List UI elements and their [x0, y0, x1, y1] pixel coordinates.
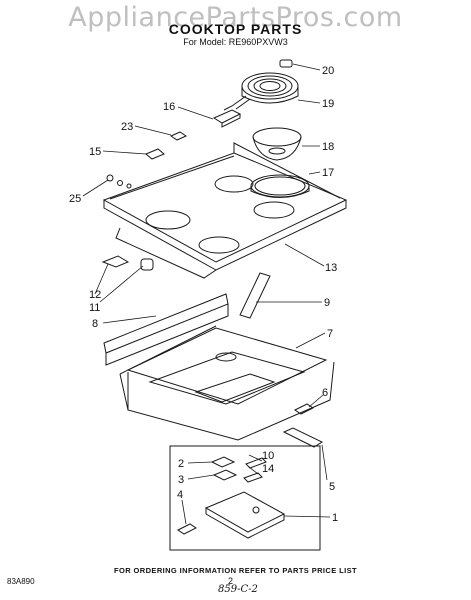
- callout-16: 16: [163, 101, 175, 113]
- switch-part: [145, 148, 165, 160]
- leader-lines: [82, 63, 331, 525]
- handwritten-note: 859-C-2: [218, 584, 258, 595]
- callout-18: 18: [322, 141, 334, 153]
- callout-6: 6: [322, 387, 328, 399]
- cooktop: [102, 142, 348, 279]
- callout-10: 10: [262, 450, 274, 462]
- model-number: RE960PXVW3: [228, 37, 288, 47]
- callout-5: 5: [329, 481, 335, 493]
- callout-12: 12: [89, 289, 101, 301]
- element-cap: [279, 59, 293, 68]
- spacer: [140, 258, 154, 271]
- callout-9: 9: [324, 297, 330, 309]
- terminal-block: [212, 109, 242, 128]
- burner-box: [119, 325, 335, 441]
- callout-labels: 20 19 16 23 18 15 17 25 13 12 11 9 8 7 6…: [69, 65, 338, 524]
- callout-13: 13: [325, 262, 337, 274]
- rod: [239, 272, 271, 319]
- ordering-instructions: FOR ORDERING INFORMATION REFER TO PARTS …: [114, 566, 357, 575]
- screws: [106, 174, 132, 189]
- bracket: [101, 255, 130, 268]
- diagram-code: 83A890: [7, 577, 35, 586]
- small-part: [294, 403, 314, 415]
- page-number: 2: [228, 576, 234, 586]
- callout-3: 3: [178, 474, 184, 486]
- switch-assembly-box: [169, 445, 321, 551]
- trim-ring: [250, 174, 310, 198]
- callout-14: 14: [262, 463, 274, 475]
- clip: [169, 131, 188, 141]
- callout-1: 1: [332, 512, 338, 524]
- watermark-text: AppliancePartsPros.com: [68, 2, 403, 33]
- callout-7: 7: [327, 328, 333, 340]
- diagram-title: COOKTOP PARTS: [168, 21, 303, 37]
- callout-20: 20: [322, 65, 334, 77]
- callout-11: 11: [89, 302, 100, 314]
- callout-8: 8: [92, 318, 98, 330]
- model-line: For Model: RE960PXVW3: [0, 37, 471, 47]
- callout-2: 2: [178, 458, 184, 470]
- model-prefix: For Model:: [183, 37, 227, 47]
- switch-assembly: [177, 456, 286, 539]
- callout-25: 25: [69, 193, 81, 205]
- callout-19: 19: [322, 98, 334, 110]
- callout-15: 15: [89, 146, 101, 158]
- callout-17: 17: [322, 167, 334, 179]
- callout-4: 4: [177, 489, 183, 501]
- surface-element-coil: [223, 72, 299, 111]
- drip-bowl: [252, 127, 302, 161]
- strap: [282, 427, 324, 448]
- callout-23: 23: [121, 121, 133, 133]
